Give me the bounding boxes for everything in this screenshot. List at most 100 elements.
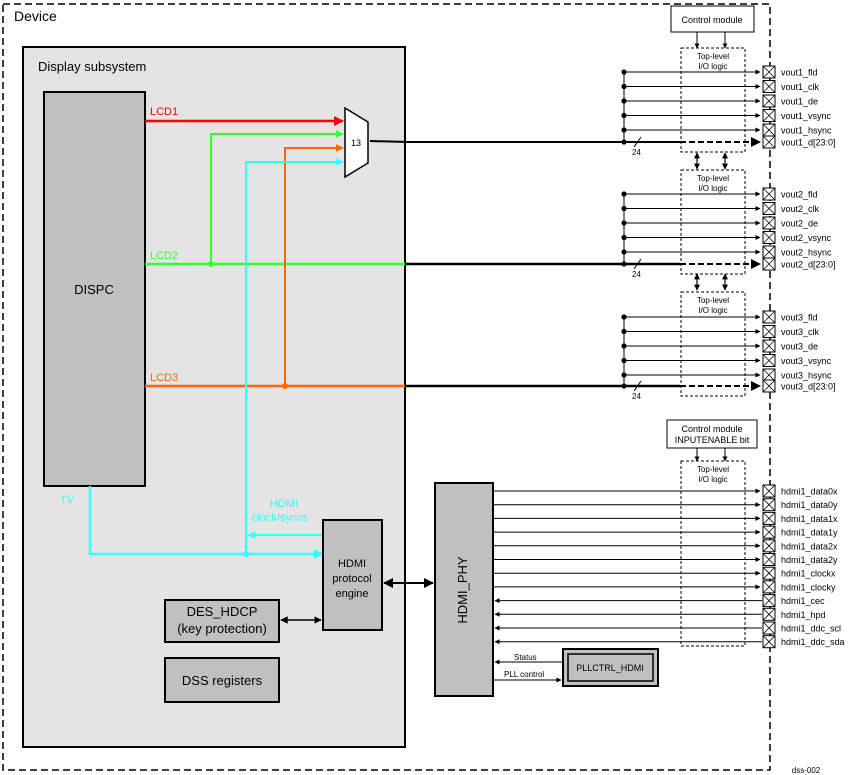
vout3-pin-2-pad-cross-b (762, 339, 776, 353)
vout1-junction-1 (621, 83, 627, 90)
vout2-pin-4-label: vout2_hsync (781, 248, 832, 258)
vout2-pin-4-pad-cross-b (762, 245, 776, 259)
vout2-pin-1-pad-cross-b (762, 202, 776, 215)
vout3-pin-1-pad-cross-b (762, 325, 776, 338)
dss-registers-block (164, 657, 280, 703)
des-hdcp-label-1: DES_HDCP (187, 604, 258, 619)
hdmi-engine-label-3: engine (335, 588, 368, 600)
vout1-pin-1-pad-cross-b (762, 80, 776, 93)
vout2-pin-3-pad-cross-b (762, 231, 776, 244)
io-logic-vout2 (680, 169, 746, 275)
tv-label: TV (60, 494, 75, 506)
vout1-bus-junction (621, 139, 627, 145)
hdmi-pin-3-label: hdmi1_data1y (781, 528, 838, 538)
mux (344, 106, 369, 179)
vout3-bus-width: 24 (632, 392, 641, 401)
lcd2-label: LCD2 (150, 250, 178, 262)
vout3-pin-0-pad-cross-b (762, 310, 776, 324)
io-logic-vout2-title-2: I/O logic (698, 184, 727, 193)
vout2-pin-2-pad-cross-b (762, 216, 776, 230)
lcd3-junction (282, 383, 288, 389)
io-logic-vout3-title-2: I/O logic (698, 306, 727, 315)
dispc-label: DISPC (74, 282, 114, 297)
vout2-pin-5-pad-cross-b (762, 257, 776, 271)
vout1-pin-5-label: vout1_d[23:0] (781, 138, 836, 148)
vout2-pin-0-pad-cross-b (762, 187, 776, 201)
hdmi-pin-9-label: hdmi1_hpd (781, 610, 826, 620)
vout3-bus-slash (633, 380, 642, 392)
vout1-pin-0-pad-cross-b (762, 65, 776, 79)
vout3-pin-5-pad-cross-b (762, 379, 776, 393)
vout1-junction-0 (621, 69, 627, 75)
io-logic-vout2-title-1: Top-level (697, 174, 729, 183)
status-label: Status (514, 653, 537, 662)
pll-control-label: PLL control (504, 670, 544, 679)
vout2-junction-1 (621, 205, 627, 212)
vout2-pin-5-label: vout2_d[23:0] (781, 260, 836, 270)
vout1-pin-4-pad-cross-b (762, 123, 776, 137)
hdmi-pin-8-pad-cross-b (762, 594, 776, 607)
hdmi-pin-6-pad-cross-b (762, 566, 776, 580)
mux-label: 13 (351, 138, 361, 148)
subsystem-label: Display subsystem (38, 59, 146, 74)
vout1-pin-4-label: vout1_hsync (781, 126, 832, 136)
vout3-junction-4 (621, 372, 627, 378)
vout1-pin-5-pad-cross-b (762, 135, 776, 149)
vout1-junction-4 (621, 127, 627, 133)
io-logic-hdmi-title-1: Top-level (697, 465, 729, 474)
hdmi-pin-7-label: hdmi1_clocky (781, 582, 836, 592)
control-module-bottom-label-1: Control module (681, 424, 742, 434)
io-logic-hdmi-title-2: I/O logic (698, 475, 727, 484)
io-logic-vout3 (680, 291, 746, 397)
pllctrl-inner (567, 653, 654, 682)
figure-id: dss-002 (792, 766, 821, 775)
vout3-pin-3-label: vout3_vsync (781, 356, 832, 366)
tv-junction (243, 551, 249, 557)
hdmi-pin-1-label: hdmi1_data0y (781, 500, 838, 510)
vout3-pin-4-label: vout3_hsync (781, 371, 832, 381)
io-logic-hdmi (680, 460, 746, 647)
des-hdcp-label-2: (key protection) (177, 621, 267, 636)
dss-registers-label: DSS registers (182, 673, 263, 688)
vout3-pin-4-pad-cross-b (762, 368, 776, 382)
vout3-junction-0 (621, 314, 627, 320)
vout2-bus-width: 24 (632, 270, 641, 279)
io-logic-vout1-title-2: I/O logic (698, 62, 727, 71)
hdmi-pin-7-pad-cross-b (762, 580, 776, 594)
vout1-junction-2 (621, 98, 627, 104)
vout1-pin-0-label: vout1_fld (781, 68, 818, 78)
pllctrl-label: PLLCTRL_HDMI (576, 663, 644, 673)
io-logic-vout1-title-1: Top-level (697, 52, 729, 61)
vout1-pin-1-label: vout1_clk (781, 82, 820, 92)
dispc-block (43, 91, 146, 487)
hdmi-pin-11-label: hdmi1_ddc_sda (781, 637, 845, 647)
lcd3-label: LCD3 (150, 372, 178, 384)
vout2-junction-3 (621, 234, 627, 241)
hdmi-pin-2-pad-cross-b (762, 512, 776, 525)
vout2-junction-4 (621, 249, 627, 255)
vout1-pin-3-pad-cross-b (762, 109, 776, 122)
vout3-pin-1-label: vout3_clk (781, 327, 820, 337)
vout3-junction-2 (621, 343, 627, 349)
vout1-pin-2-pad-cross-b (762, 94, 776, 108)
hdmi-pin-10-label: hdmi1_ddc_scl (781, 624, 841, 634)
lcd1-label: LCD1 (150, 106, 178, 118)
hdmi-engine-block (322, 519, 383, 631)
vout3-junction-3 (621, 357, 627, 364)
control-module-bottom (666, 419, 758, 449)
hdmi-pin-4-pad-cross-b (762, 539, 776, 553)
vout3-pin-3-pad-cross-b (762, 354, 776, 367)
hdmi-pin-4-label: hdmi1_data2x (781, 541, 838, 551)
control-module-top-label: Control module (681, 15, 742, 25)
control-module-bottom-label-2: INPUTENABLE bit (675, 435, 750, 445)
hdmi-pin-0-pad-cross-b (762, 484, 776, 498)
hdmi-pin-1-pad-cross-b (762, 498, 776, 511)
hdmi-clock-label-2: clock/syncs (252, 512, 309, 524)
tv-branch (245, 158, 344, 554)
hdmi-pin-10-pad-cross-b (762, 621, 776, 635)
vout2-pin-0-label: vout2_fld (781, 190, 818, 200)
hdmi-clock-label-1: HDMI (270, 498, 298, 510)
vout3-pin-0-label: vout3_fld (781, 313, 818, 323)
